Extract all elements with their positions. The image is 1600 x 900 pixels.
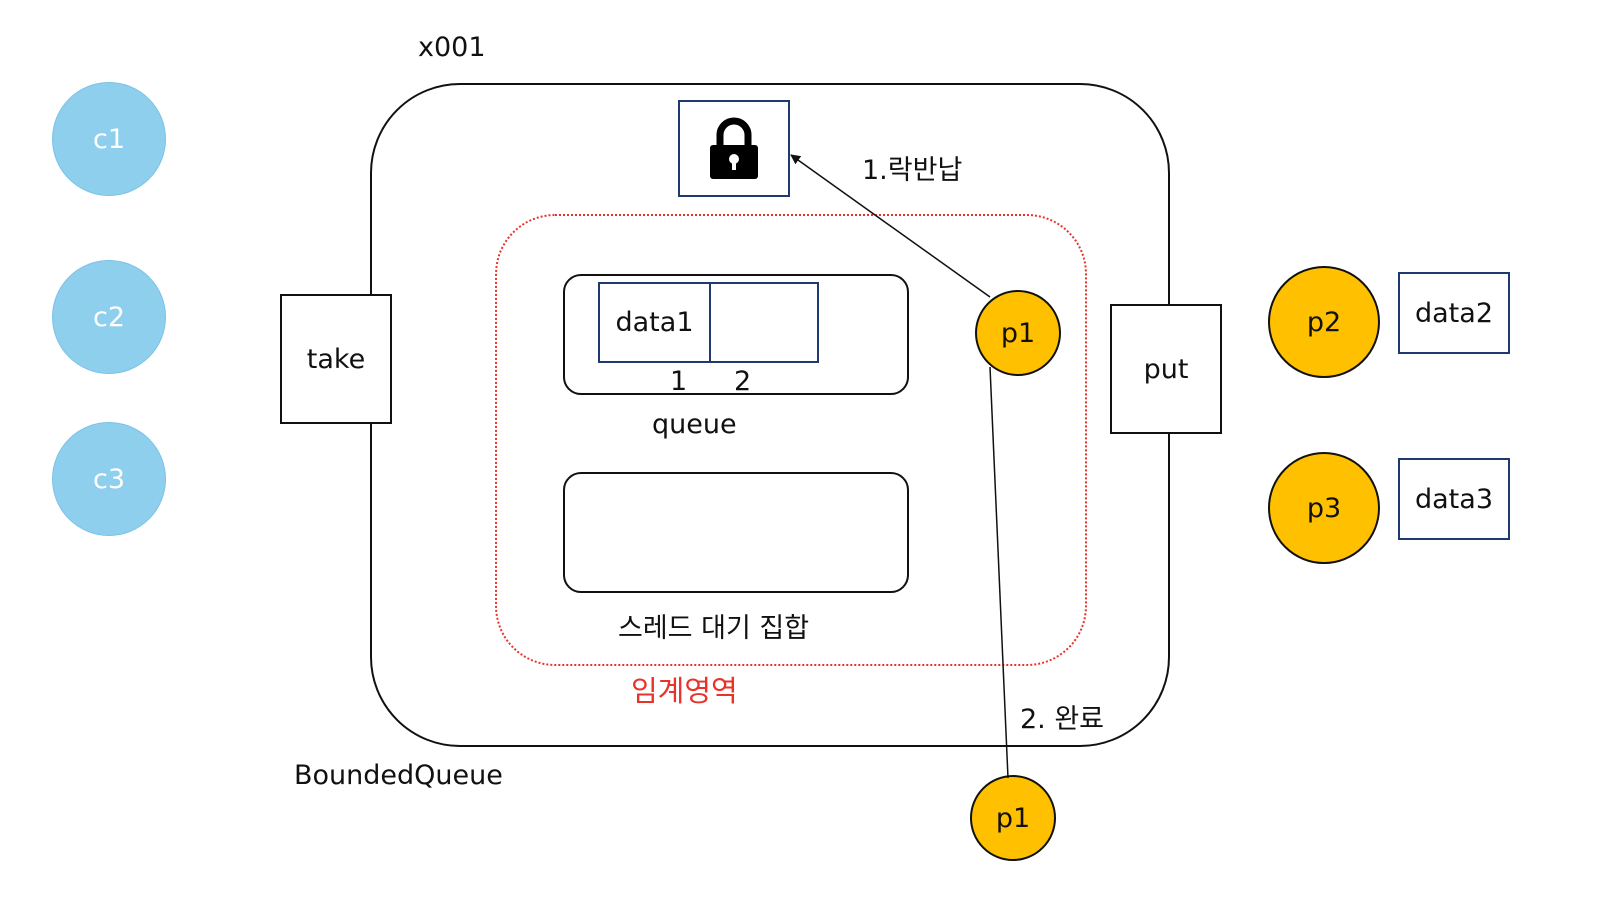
step-release-lock: 1.락반납	[862, 155, 963, 186]
lock-icon	[710, 117, 758, 179]
step-complete: 2. 완료	[1020, 704, 1105, 735]
data-box-data2: data2	[1398, 272, 1510, 354]
producer-thread-p3: p3	[1268, 452, 1380, 564]
queue-container	[563, 274, 909, 395]
queue-index-2: 2	[734, 366, 752, 397]
producer-thread-p1-done: p1	[970, 775, 1056, 861]
producer-thread-p2: p2	[1268, 266, 1380, 378]
queue-index-1: 1	[670, 366, 688, 397]
lock-box	[678, 100, 790, 197]
producer-thread-p1-in-section: p1	[975, 290, 1061, 376]
queue-slot-2	[709, 282, 819, 363]
container-label: BoundedQueue	[294, 760, 503, 791]
consumer-thread-c1: c1	[52, 82, 166, 196]
queue-slot-1: data1	[598, 282, 711, 363]
take-method-box: take	[280, 294, 392, 424]
critical-section-label: 임계영역	[631, 674, 738, 708]
wait-set-label: 스레드 대기 집합	[618, 613, 810, 644]
object-id: x001	[418, 32, 486, 63]
put-method-box: put	[1110, 304, 1222, 434]
wait-set-container	[563, 472, 909, 593]
consumer-thread-c2: c2	[52, 260, 166, 374]
data-box-data3: data3	[1398, 458, 1510, 540]
queue-label: queue	[652, 409, 737, 440]
consumer-thread-c3: c3	[52, 422, 166, 536]
